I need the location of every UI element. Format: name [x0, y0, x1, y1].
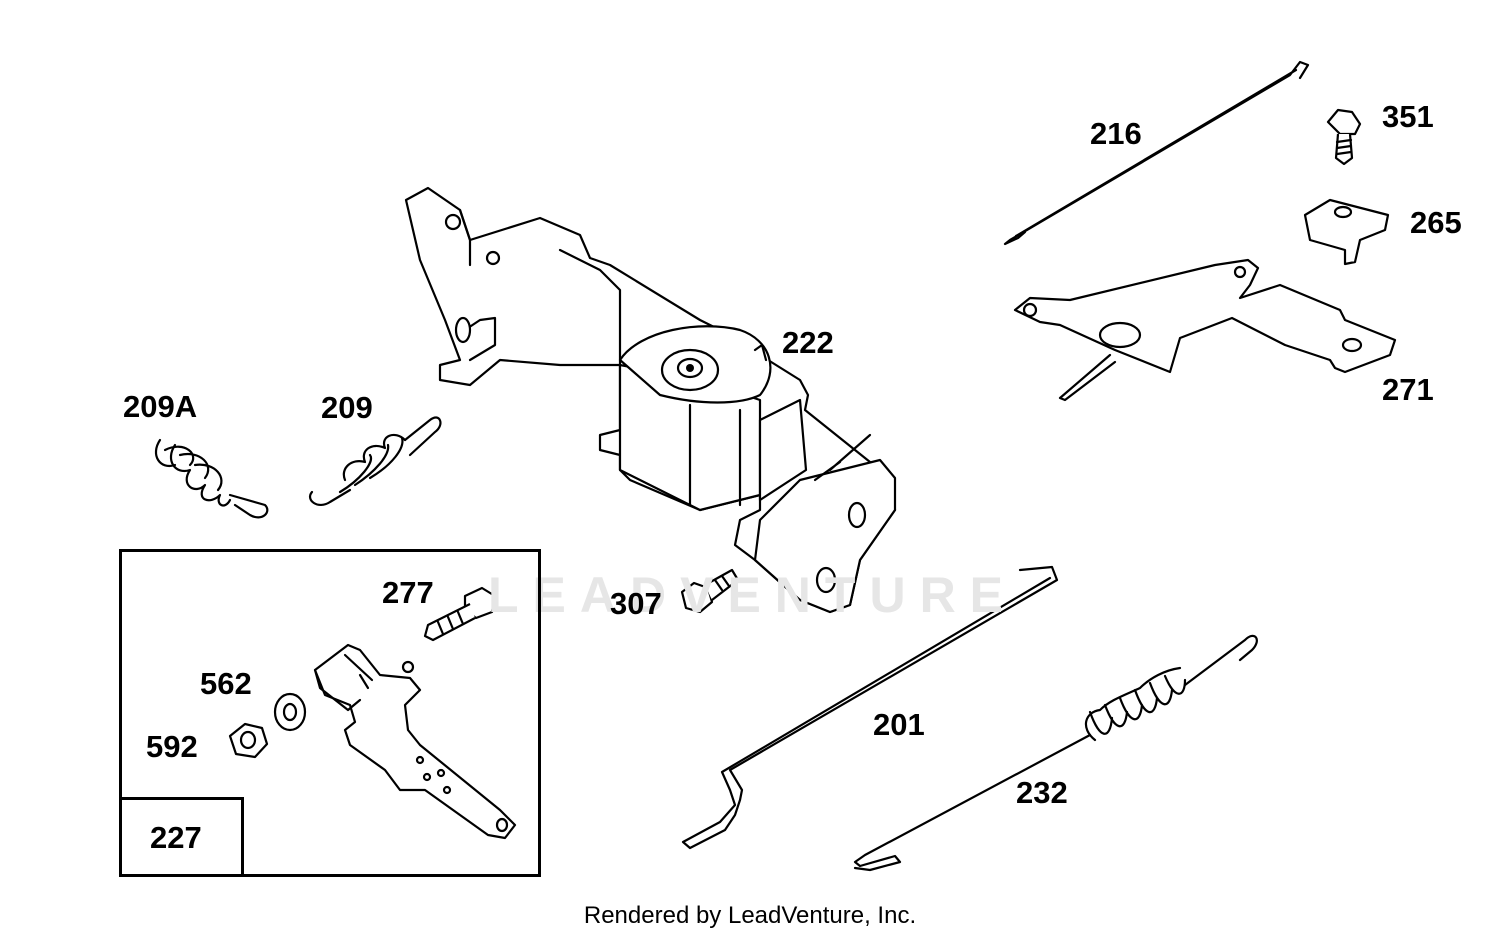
spring-232	[853, 634, 1258, 872]
nut-592	[228, 722, 269, 759]
label-265: 265	[1410, 205, 1462, 240]
governor-lever-227	[313, 643, 517, 840]
spring-209a	[154, 438, 269, 519]
governor-link-201	[681, 565, 1059, 850]
label-232: 232	[1016, 775, 1068, 810]
label-271: 271	[1382, 372, 1434, 407]
label-307: 307	[610, 586, 662, 621]
label-209a: 209A	[123, 389, 198, 424]
label-222: 222	[782, 325, 834, 360]
label-592: 592	[146, 729, 198, 764]
bolt-307	[680, 568, 740, 614]
bolt-277	[423, 586, 497, 642]
kit-227-box	[119, 549, 541, 877]
control-plate-271	[1013, 258, 1397, 402]
watermark: LEADVENTURE	[488, 567, 1018, 623]
link-rod-216	[1003, 60, 1310, 246]
label-277: 277	[382, 575, 434, 610]
label-227: 227	[150, 820, 202, 855]
screw-351	[1326, 108, 1362, 166]
governor-bracket-222	[404, 186, 897, 614]
footer-credit: Rendered by LeadVenture, Inc.	[583, 902, 917, 929]
spring-209	[309, 416, 442, 507]
label-201: 201	[873, 707, 925, 742]
label-209: 209	[321, 390, 373, 425]
clip-265	[1303, 198, 1390, 266]
washer-562	[273, 692, 307, 732]
label-562: 562	[200, 666, 252, 701]
kit-227-tag	[119, 797, 244, 874]
label-351: 351	[1382, 99, 1434, 134]
label-216: 216	[1090, 116, 1142, 151]
